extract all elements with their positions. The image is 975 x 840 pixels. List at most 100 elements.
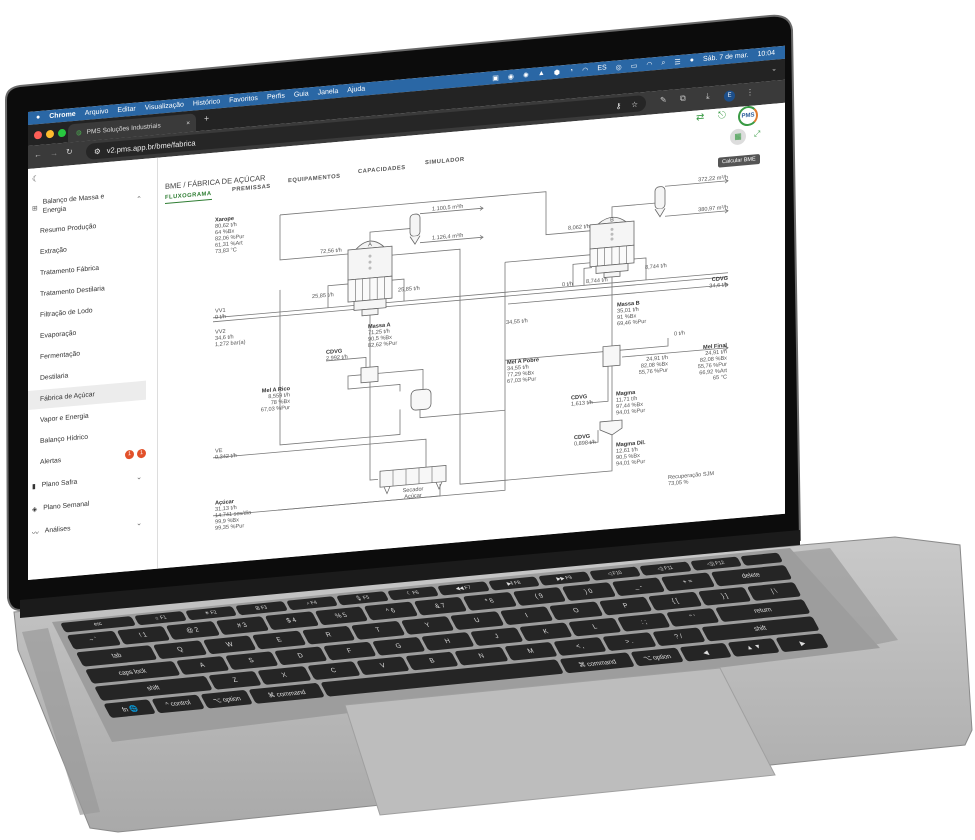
key-u[interactable]: U [450, 611, 505, 630]
centrifuge-b[interactable] [602, 344, 621, 368]
label-magma-dil: Magma Dil.12,61 t/h90,5 %Bx94,01 %Pur [616, 440, 646, 468]
key-e[interactable]: E [252, 630, 307, 650]
key-[interactable]: > . [602, 632, 657, 652]
key-o[interactable]: O [549, 601, 604, 621]
flow-arrow [479, 206, 484, 211]
key-[interactable]: ▲ ▼ [727, 638, 781, 657]
label-mel-a-pobre: Mel A Pobre34,55 t/h77,29 %Bx67,03 %Pur [507, 357, 539, 385]
key-v[interactable]: V [356, 656, 410, 676]
trackpad[interactable] [344, 667, 776, 816]
label-magma: Magma11,71 t/h97,44 %Bx94,01 %Pur [616, 389, 645, 416]
key-option[interactable]: ⌥ option [200, 689, 254, 709]
key-w[interactable]: W [202, 635, 257, 655]
key-t[interactable]: T [351, 620, 406, 640]
label-steam-a-right: 25,85 t/h [398, 286, 420, 294]
label-cond-b-bot: 380,97 m³/h [698, 205, 728, 214]
key-q[interactable]: Q [153, 640, 208, 660]
key-command[interactable]: ⌘ command [248, 682, 325, 704]
key-[interactable]: | \ [747, 582, 802, 601]
pipe-line [392, 248, 613, 485]
key-p[interactable]: P [598, 596, 653, 616]
pipe-line [572, 262, 592, 287]
key-9[interactable]: ( 9 [512, 587, 567, 606]
key-[interactable]: < , [553, 637, 608, 656]
key-0[interactable]: ) 0 [561, 582, 616, 602]
key-l[interactable]: L [568, 617, 622, 637]
pipe-line [508, 284, 728, 305]
label-cdvg-a: CDVG2,992 t/h [326, 348, 348, 362]
key-2[interactable]: @ 2 [165, 621, 220, 640]
key-7[interactable]: & 7 [413, 596, 468, 616]
key-4[interactable]: $ 4 [264, 611, 319, 631]
key-[interactable]: { [ [648, 591, 703, 611]
key-[interactable]: : ; [617, 612, 671, 632]
key-m[interactable]: M [503, 641, 558, 661]
flow-arrow [724, 208, 729, 214]
key-b[interactable]: B [405, 651, 460, 671]
key-[interactable]: } ] [697, 586, 752, 606]
pipe-line [213, 272, 728, 319]
condenser-b[interactable] [654, 186, 666, 218]
key-r[interactable]: R [301, 625, 356, 645]
lid-hinge [20, 530, 800, 618]
key-[interactable]: " ' [666, 608, 721, 627]
speaker-grille-right [792, 548, 898, 646]
key-k[interactable]: K [519, 622, 573, 642]
key-command[interactable]: ⌘ command [559, 652, 636, 674]
label-steam-b-right: 8,744 t/h [645, 263, 667, 271]
key-g[interactable]: G [371, 636, 426, 656]
magma-mixer[interactable] [599, 419, 623, 436]
sugar-dryer[interactable] [379, 464, 447, 495]
condenser-a[interactable] [409, 213, 421, 245]
label-vv1: VV10 t/h [215, 308, 226, 321]
label-vv2: VV234,6 t/h1,272 bar(a) [215, 327, 246, 348]
flow-arrow [479, 235, 484, 240]
key-8[interactable]: * 8 [462, 591, 517, 611]
key-n[interactable]: N [454, 646, 509, 666]
key-[interactable]: ? / [651, 627, 706, 647]
pipe-line [611, 202, 655, 219]
key-x[interactable]: X [257, 666, 312, 685]
key-1[interactable]: ! 1 [116, 625, 171, 645]
key-z[interactable]: Z [208, 670, 263, 690]
key-fn[interactable]: fn 🌐 [103, 699, 157, 719]
pipe-line [419, 407, 505, 419]
pipe-line [588, 366, 609, 404]
key-s[interactable]: S [224, 651, 279, 671]
key-[interactable]: ~ ` [66, 630, 121, 650]
key-d[interactable]: D [273, 646, 328, 666]
pipe-line [378, 369, 424, 390]
label-cond-a-bot: 1.126,4 m³/h [432, 233, 463, 242]
pipe-line [347, 374, 401, 392]
label-steam-b-left: 8,744 t/h [586, 277, 608, 285]
pipe-line [632, 257, 647, 280]
label-cond-b-top: 372,22 m³/h [698, 175, 728, 184]
label-mel-b-out: 24,91 t/h82,08 %Bx55,76 %Pur [639, 355, 668, 376]
key-f[interactable]: F [322, 641, 377, 661]
magma-tank[interactable] [410, 388, 432, 411]
centrifuge-a[interactable] [360, 365, 379, 384]
key-i[interactable]: I [499, 606, 554, 626]
pipe-line [588, 430, 599, 444]
key-control[interactable]: ^ control [151, 694, 205, 714]
key-option[interactable]: ⌥ option [630, 647, 684, 667]
pipe-line [622, 347, 728, 358]
key-h[interactable]: H [420, 632, 475, 651]
key-j[interactable]: J [469, 627, 524, 647]
key-6[interactable]: ^ 6 [363, 601, 418, 621]
vacuum-pan-b[interactable]: B [589, 215, 635, 279]
key-5[interactable]: % 5 [314, 606, 369, 626]
label-mel-a-pobre-flow: 34,55 t/h [506, 318, 528, 326]
pipe-line [420, 207, 483, 215]
key-y[interactable]: Y [400, 616, 455, 635]
key-[interactable]: + = [660, 572, 715, 592]
key-a[interactable]: A [175, 656, 230, 675]
key-[interactable]: _ - [611, 577, 666, 597]
pipe-line [213, 438, 427, 468]
flow-arrow [724, 178, 729, 184]
key-[interactable]: ▶ [775, 633, 829, 653]
key-[interactable]: ◀ [678, 642, 732, 662]
key-3[interactable]: # 3 [215, 616, 270, 636]
key-c[interactable]: C [306, 661, 361, 681]
vacuum-pan-a[interactable]: A [347, 239, 393, 317]
